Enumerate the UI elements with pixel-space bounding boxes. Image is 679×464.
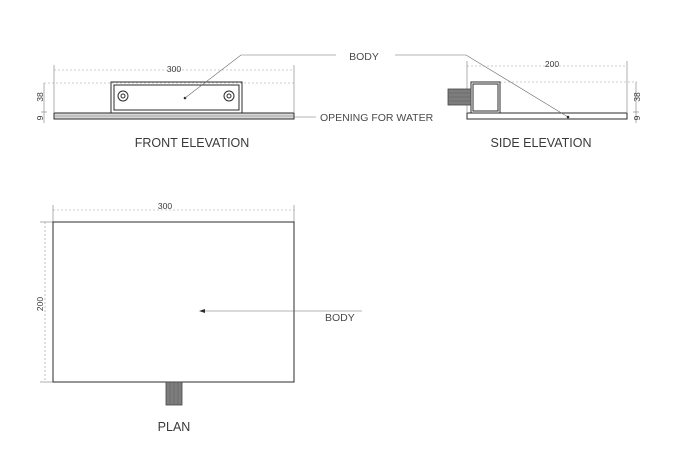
front-body-outer xyxy=(110,81,243,114)
side-height-bottom-label: 9 xyxy=(632,115,642,120)
front-elevation-title: FRONT ELEVATION xyxy=(135,136,250,150)
side-body-inner xyxy=(472,83,499,112)
plan-width-dim-label: 300 xyxy=(158,201,172,211)
front-screw-left-center-icon xyxy=(120,93,126,99)
front-width-dim-label: 300 xyxy=(167,64,181,74)
front-body-inner xyxy=(113,84,240,111)
front-elevation: 300 38 9 FRONT ELEVATION xyxy=(35,64,295,150)
side-elevation-title: SIDE ELEVATION xyxy=(491,136,592,150)
side-base-plate xyxy=(466,112,628,120)
front-screw-right-center-icon xyxy=(226,93,232,99)
plan-body-leader-arrow-icon xyxy=(199,309,205,313)
plan-body-label: BODY xyxy=(325,312,355,324)
side-body-leader-point xyxy=(566,115,570,119)
plan-body-outline xyxy=(52,221,295,383)
front-height-top-label: 38 xyxy=(35,92,45,102)
plan-title: PLAN xyxy=(158,420,191,434)
plan-view: 300 200 BODY PLAN xyxy=(35,201,362,434)
side-height-top-label: 38 xyxy=(632,92,642,102)
body-leader-front xyxy=(184,54,336,99)
annotations: BODY OPENING FOR WATER xyxy=(184,51,570,124)
side-width-dim-label: 200 xyxy=(545,59,559,69)
side-body-outer xyxy=(470,81,501,114)
body-callout-label: BODY xyxy=(349,51,379,63)
front-screw-right-icon xyxy=(223,90,235,102)
front-screw-left-icon xyxy=(117,90,129,102)
front-height-bottom-label: 9 xyxy=(35,115,45,120)
opening-callout-label: OPENING FOR WATER xyxy=(320,112,434,124)
body-leader-side xyxy=(395,54,569,118)
side-elevation: 200 38 9 SIDE ELEVATION xyxy=(447,59,642,150)
plan-height-dim-label: 200 xyxy=(35,297,45,311)
